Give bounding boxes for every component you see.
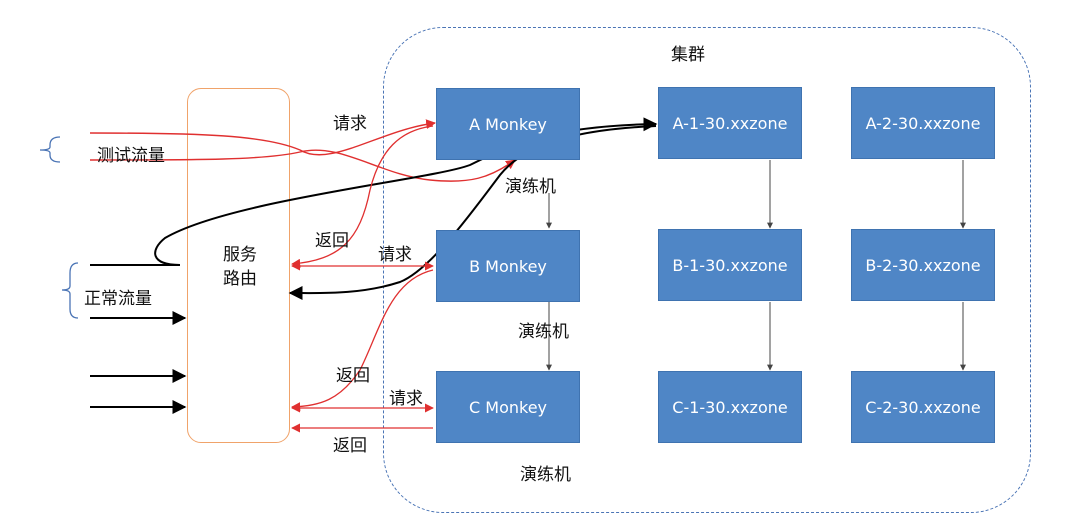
test-traffic-label: 测试流量 — [97, 146, 165, 166]
drill-label-b: 演练机 — [518, 322, 569, 342]
a-return-line — [291, 125, 434, 268]
normal-traffic-bracket — [61, 262, 79, 319]
service-router-label-line1: 服务 — [223, 245, 257, 265]
monkey-c-box: C Monkey — [436, 371, 580, 443]
zone-b2-box: B-2-30.xxzone — [851, 229, 995, 301]
test-traffic-line-1 — [89, 119, 436, 156]
monkey-a-box: A Monkey — [436, 88, 580, 160]
zone-b1-box: B-1-30.xxzone — [658, 229, 802, 301]
cluster-title: 集群 — [671, 45, 705, 65]
request-label-a: 请求 — [333, 114, 367, 134]
test-traffic-bracket — [39, 136, 61, 163]
test-traffic-line-2 — [89, 149, 516, 182]
normal-traffic-label: 正常流量 — [84, 289, 152, 309]
service-router-box — [187, 88, 290, 443]
monkey-b-box: B Monkey — [436, 230, 580, 302]
return-label-c: 返回 — [333, 436, 367, 456]
return-label-a: 返回 — [315, 231, 349, 251]
zone-a2-box: A-2-30.xxzone — [851, 87, 995, 159]
service-router-label-line2: 路由 — [223, 269, 257, 289]
zone-c2-box: C-2-30.xxzone — [851, 371, 995, 443]
request-label-c: 请求 — [389, 389, 423, 409]
return-label-b: 返回 — [336, 366, 370, 386]
drill-label-c: 演练机 — [520, 465, 571, 485]
drill-label-a: 演练机 — [505, 177, 556, 197]
service-router-label: 服务 路由 — [212, 243, 268, 291]
request-label-b: 请求 — [378, 245, 412, 265]
zone-c1-box: C-1-30.xxzone — [658, 371, 802, 443]
zone-a1-box: A-1-30.xxzone — [658, 87, 802, 159]
